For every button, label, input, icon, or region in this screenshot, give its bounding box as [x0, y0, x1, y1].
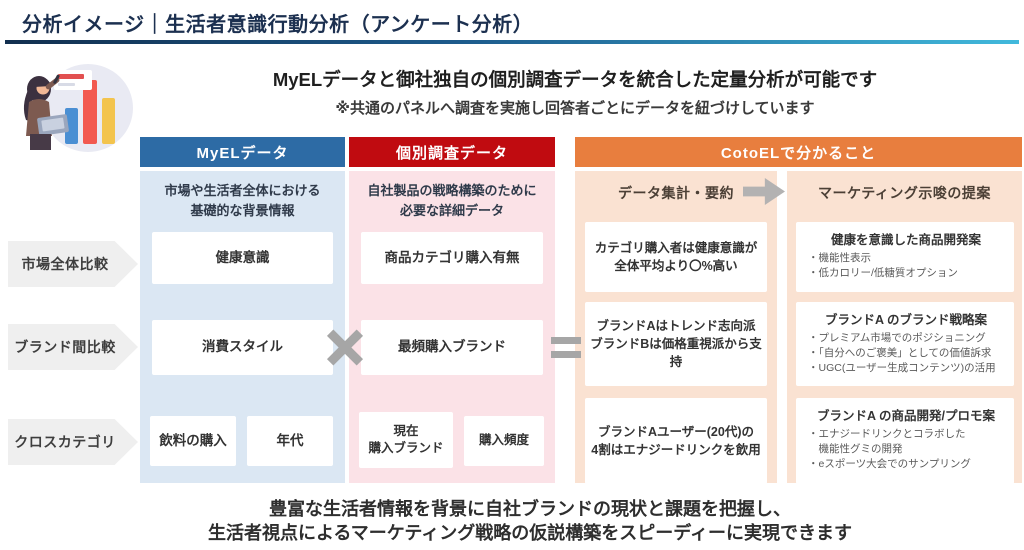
custom-cell-category-purchase: 商品カテゴリ購入有無 [361, 232, 543, 284]
custom-cell-current-brand: 現在 購入ブランド [359, 412, 453, 468]
footer-line1: 豊富な生活者情報を背景に自社ブランドの現状と課題を把握し、 [269, 499, 791, 519]
proposal-row3-bullet3: ・eスポーツ大会でのサンプリング [808, 458, 971, 471]
footer-line2: 生活者視点によるマーケティング戦略の仮説構築をスピーディーに実現できます [207, 523, 853, 544]
proposal-row2-title: ブランドA のブランド戦略案 [824, 313, 988, 327]
title-underline [5, 40, 1019, 44]
column-header-custom-survey: 個別調査データ [349, 137, 555, 167]
row-label-brand-comparison: ブランド間比較 [8, 324, 138, 370]
myel-cell-health-awareness: 健康意識 [152, 232, 333, 284]
footer-text: 豊富な生活者情報を背景に自社ブランドの現状と課題を把握し、 生活者視点によるマー… [30, 497, 1024, 546]
cotoel-proposal-label: マーケティング示唆の提案 [818, 185, 991, 201]
custom-cell-purchase-frequency: 購入頻度 [464, 416, 544, 466]
summary-row2-line2: ブランドBは価格重視派から支持 [590, 336, 762, 370]
column-header-cotoel: CotoELで分かること [575, 137, 1022, 167]
intro-line2: ※共通のパネルへ調査を実施し回答者ごとにデータを紐づけしています [335, 100, 815, 117]
proposal-box-row1: 健康を意識した商品開発案 ・機能性表示 ・低カロリー/低糖質オプション [796, 222, 1014, 292]
myel-subtitle-line2: 基礎的な背景情報 [190, 202, 295, 218]
proposal-row2-bullet1: ・プレミアム市場でのポジショニング [808, 332, 986, 344]
row-label-market-comparison: 市場全体比較 [8, 241, 138, 287]
custom-subtitle-line1: 自社製品の戦略構築のために [367, 183, 537, 198]
summary-box-row1: カテゴリ購入者は健康意識が 全体平均より〇%高い [585, 222, 767, 292]
summary-row3-line2: 4割はエナジードリンクを飲用 [591, 443, 761, 457]
myel-cell-beverage-purchase: 飲料の購入 [150, 416, 236, 466]
proposal-row1-bullet1: ・機能性表示 [808, 252, 871, 264]
proposal-row1-title: 健康を意識した商品開発案 [830, 233, 981, 247]
custom-cell-most-frequent-brand: 最頻購入ブランド [361, 320, 543, 375]
cotoel-summary-label: データ集計・要約 [618, 185, 734, 201]
proposal-row3-bullet1: ・エナジードリンクとコラボした [808, 428, 966, 440]
proposal-box-row3: ブランドA の商品開発/プロモ案 ・エナジードリンクとコラボした 機能性グミの開… [796, 398, 1014, 484]
summary-box-row2: ブランドAはトレンド志向派 ブランドBは価格重視派から支持 [585, 302, 767, 386]
intro-line1: MyELデータと御社独自の個別調査データを統合した定量分析が可能です [272, 69, 878, 90]
myel-subtitle: 市場や生活者全体における 基礎的な背景情報 [140, 171, 345, 220]
proposal-row3-bullet2: 機能性グミの開発 [808, 443, 903, 456]
row-label-cross-category: クロスカテゴリ [8, 419, 138, 465]
proposal-row3-title: ブランドA の商品開発/プロモ案 [816, 409, 995, 423]
custom-subtitle: 自社製品の戦略構築のために 必要な詳細データ [349, 171, 555, 220]
proposal-box-row2: ブランドA のブランド戦略案 ・プレミアム市場でのポジショニング ・「自分へのご… [796, 302, 1014, 386]
multiply-icon [326, 328, 364, 366]
proposal-row2-bullet3: ・UGC(ユーザー生成コンテンツ)の活用 [808, 362, 996, 375]
summary-row3-line1: ブランドAユーザー(20代)の [597, 424, 754, 439]
analyst-illustration [23, 64, 133, 152]
summary-row1-line2: 全体平均より〇%高い [614, 259, 738, 273]
custom-subtitle-line2: 必要な詳細データ [399, 202, 504, 218]
myel-cell-age-group: 年代 [247, 416, 333, 466]
myel-subtitle-line1: 市場や生活者全体における [164, 183, 321, 198]
custom-cell-current-brand-line2: 購入ブランド [368, 441, 444, 455]
intro-block: MyELデータと御社独自の個別調査データを統合した定量分析が可能です ※共通のパ… [130, 66, 1020, 118]
summary-row2-line1: ブランドAはトレンド志向派 [596, 318, 756, 333]
equals-icon [551, 337, 581, 358]
summary-row1-line1: カテゴリ購入者は健康意識が [594, 240, 758, 255]
myel-cell-consumption-style: 消費スタイル [152, 320, 333, 375]
custom-cell-current-brand-line1: 現在 [393, 423, 419, 438]
proposal-row1-bullet2: ・低カロリー/低糖質オプション [808, 267, 958, 280]
page-title: 分析イメージ｜生活者意識行動分析（アンケート分析） [22, 14, 534, 36]
summary-box-row3: ブランドAユーザー(20代)の 4割はエナジードリンクを飲用 [585, 398, 767, 484]
column-header-myel: MyELデータ [140, 137, 345, 167]
proposal-row2-bullet2: ・「自分へのご褒美」としての価値訴求 [808, 347, 992, 360]
